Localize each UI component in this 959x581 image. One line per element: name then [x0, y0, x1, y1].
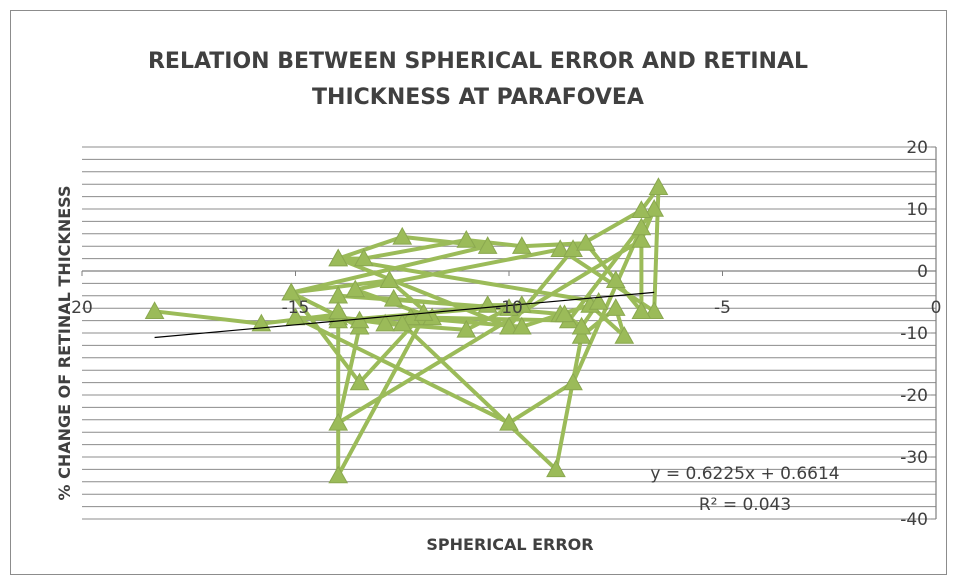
- y-tick-label: 20: [906, 138, 928, 158]
- data-point: [281, 282, 302, 301]
- data-point: [631, 200, 652, 218]
- chart-title-line-1: RELATION BETWEEN SPHERICAL ERROR AND RET…: [148, 49, 808, 74]
- chart-area: [10, 10, 947, 575]
- data-point: [588, 291, 609, 310]
- data-point: [251, 313, 272, 332]
- y-tick-label: -20: [900, 386, 928, 406]
- trendline-group: [154, 291, 655, 339]
- data-point: [345, 279, 366, 298]
- y-tick-label: -10: [900, 324, 928, 344]
- data-point: [349, 372, 370, 391]
- data-point: [554, 304, 575, 323]
- chart-title: RELATION BETWEEN SPHERICAL ERROR AND RET…: [148, 49, 808, 110]
- y-tick-label: 10: [906, 200, 928, 220]
- data-point: [550, 239, 571, 257]
- x-tick-label: 20: [71, 298, 93, 318]
- x-tick-label: -10: [495, 298, 523, 318]
- data-point: [614, 326, 635, 344]
- data-point: [571, 316, 592, 335]
- data-point: [511, 236, 532, 254]
- data-point: [328, 301, 349, 319]
- trendline: [154, 291, 655, 339]
- data-point: [456, 229, 477, 248]
- data-point: [631, 301, 652, 319]
- data-point: [648, 177, 669, 195]
- data-point: [511, 316, 532, 335]
- data-point: [392, 226, 413, 245]
- axes: [81, 146, 937, 520]
- data-point: [379, 270, 400, 288]
- data-point: [499, 316, 519, 335]
- data-point: [546, 459, 566, 478]
- data-series: [144, 177, 669, 484]
- y-axis-title: % CHANGE OF RETINAL THICKNESS: [55, 186, 74, 501]
- x-axis-title: SPHERICAL ERROR: [426, 535, 593, 554]
- data-point: [644, 198, 665, 217]
- data-point: [605, 270, 626, 288]
- data-point: [563, 372, 583, 391]
- series-line: [154, 185, 661, 478]
- x-tick-label: -15: [282, 298, 310, 318]
- data-point: [631, 217, 652, 236]
- data-point: [631, 229, 652, 248]
- trendline-equation: y = 0.6225x + 0.6614: [650, 464, 839, 484]
- y-tick-label: 0: [917, 262, 928, 282]
- data-point: [477, 236, 498, 254]
- chart-title-line-2: THICKNESS AT PARAFOVEA: [312, 85, 644, 110]
- data-point: [375, 313, 396, 332]
- data-point: [571, 326, 592, 344]
- data-point: [328, 465, 349, 484]
- y-tick-label: -40: [900, 510, 928, 530]
- y-tick-label: -30: [900, 448, 928, 468]
- x-tick-label: 0: [931, 298, 942, 318]
- data-point: [144, 301, 165, 319]
- data-point: [644, 301, 665, 319]
- data-point: [328, 248, 349, 267]
- data-point: [456, 319, 477, 338]
- data-point: [605, 298, 626, 316]
- data-point: [392, 313, 413, 332]
- data-point: [328, 412, 349, 431]
- data-point: [499, 412, 519, 431]
- data-point: [328, 310, 349, 329]
- r-squared-label: R² = 0.043: [699, 495, 791, 515]
- data-point: [576, 233, 596, 251]
- data-point: [353, 248, 374, 267]
- data-point: [383, 288, 404, 307]
- x-tick-label: -5: [714, 298, 731, 318]
